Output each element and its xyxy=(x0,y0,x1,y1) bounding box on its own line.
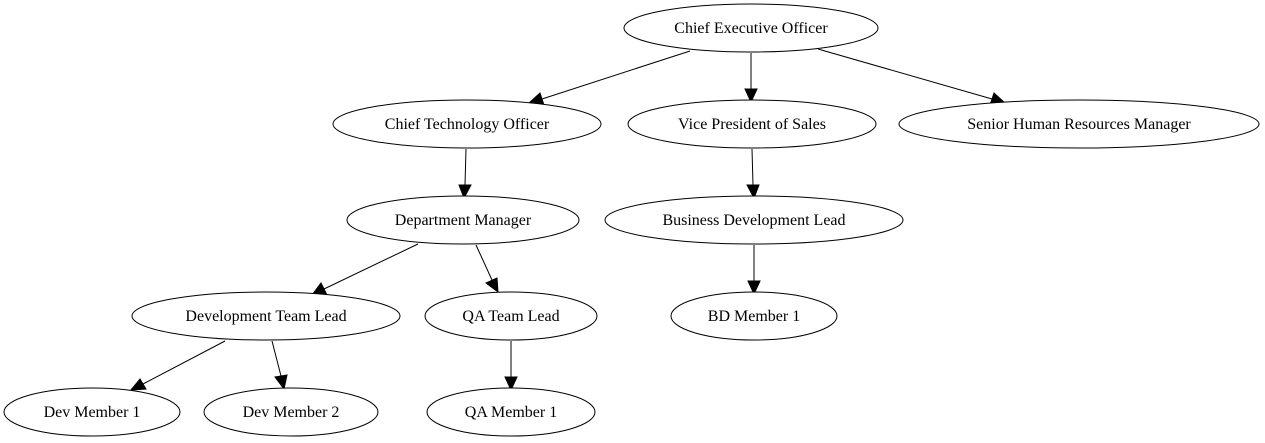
node-label-hr-manager: Senior Human Resources Manager xyxy=(967,116,1191,133)
node-bd-lead: Business Development Lead xyxy=(604,195,904,245)
edge-ceo-hr-manager xyxy=(817,48,1007,106)
node-label-dev-member-2: Dev Member 2 xyxy=(243,404,340,421)
node-cto: Chief Technology Officer xyxy=(332,99,602,149)
edge-ceo-vp-sales xyxy=(744,53,758,104)
edge-cto-dept-manager xyxy=(458,148,472,200)
edge-dev-team-lead-dev-member-1 xyxy=(129,340,226,391)
edge-qa-team-lead-qa-member-1 xyxy=(504,341,518,392)
node-label-qa-member-1: QA Member 1 xyxy=(465,404,557,421)
node-label-cto: Chief Technology Officer xyxy=(385,116,550,133)
edge-dept-manager-qa-team-lead xyxy=(475,244,499,294)
node-dev-member-1: Dev Member 1 xyxy=(3,387,181,437)
node-label-bd-member-1: BD Member 1 xyxy=(708,308,800,325)
node-label-dev-member-1: Dev Member 1 xyxy=(44,404,141,421)
node-hr-manager: Senior Human Resources Manager xyxy=(898,99,1260,149)
edge-vp-sales-bd-lead xyxy=(746,148,760,200)
node-bd-member-1: BD Member 1 xyxy=(670,291,838,341)
node-label-bd-lead: Business Development Lead xyxy=(662,212,845,229)
edge-bd-lead-bd-member-1 xyxy=(747,245,761,296)
node-dev-team-lead: Development Team Lead xyxy=(131,291,401,341)
edge-ceo-cto xyxy=(527,50,691,106)
node-label-dev-team-lead: Development Team Lead xyxy=(185,308,346,325)
node-qa-team-lead: QA Team Lead xyxy=(424,291,598,341)
node-label-qa-team-lead: QA Team Lead xyxy=(462,308,559,325)
node-label-ceo: Chief Executive Officer xyxy=(674,20,828,37)
node-ceo: Chief Executive Officer xyxy=(623,3,879,53)
edge-dept-manager-dev-team-lead xyxy=(311,243,419,296)
edges-layer xyxy=(129,48,1007,392)
node-dev-member-2: Dev Member 2 xyxy=(203,387,379,437)
node-dept-manager: Department Manager xyxy=(346,195,580,245)
nodes-layer: Chief Executive Officer Chief Technology… xyxy=(3,3,1260,437)
node-vp-sales: Vice President of Sales xyxy=(627,99,877,149)
node-label-vp-sales: Vice President of Sales xyxy=(678,116,826,133)
node-label-dept-manager: Department Manager xyxy=(395,212,532,229)
edge-dev-team-lead-dev-member-2 xyxy=(271,340,288,391)
node-qa-member-1: QA Member 1 xyxy=(426,387,596,437)
